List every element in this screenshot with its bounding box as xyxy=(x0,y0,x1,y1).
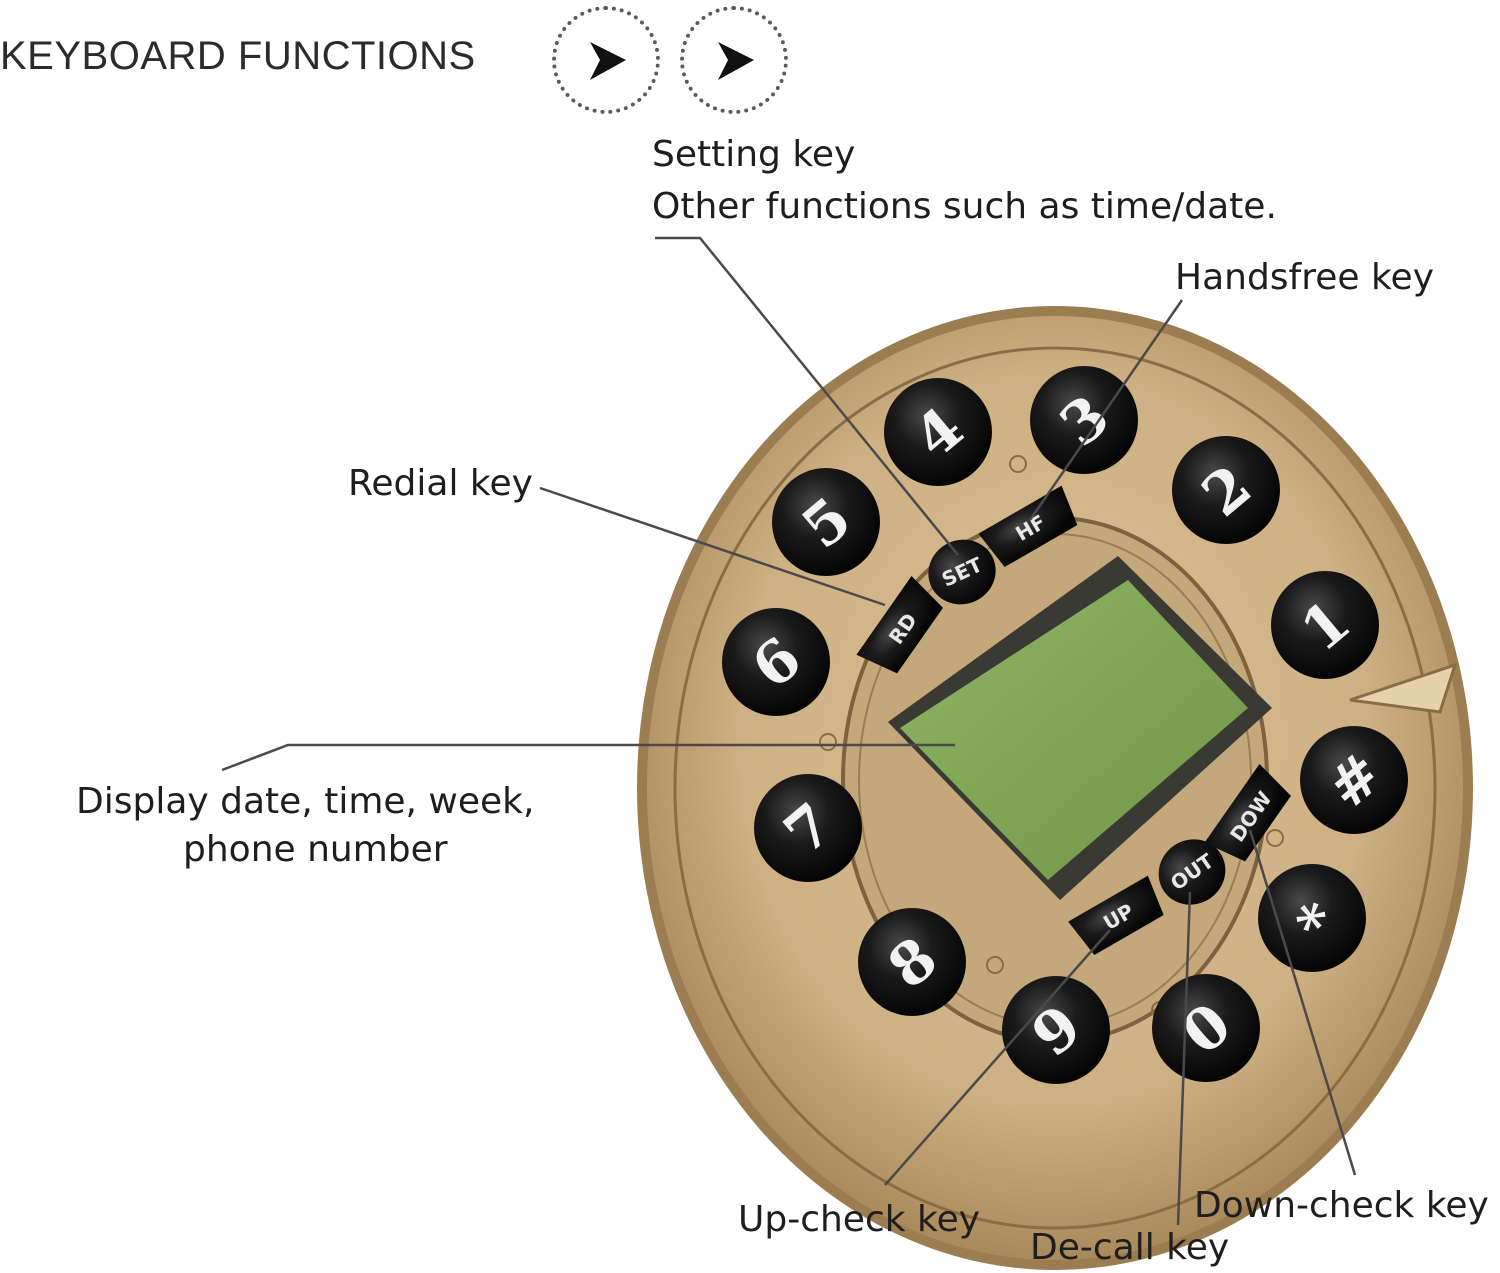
page-title: KEYBOARD FUNCTIONS xyxy=(0,34,476,78)
digit-key-7[interactable]: 7 xyxy=(754,774,862,882)
digit-key-8[interactable]: 8 xyxy=(858,908,966,1016)
star-key[interactable]: * xyxy=(1258,864,1366,972)
callout-lines xyxy=(221,236,1357,1226)
lcd-display xyxy=(888,556,1272,900)
set-key[interactable]: SET xyxy=(918,529,1007,616)
digit-key-0[interactable]: 0 xyxy=(1152,974,1260,1082)
de-call-key-label: De-call key xyxy=(1030,1227,1230,1268)
up-check-key-label: Up-check key xyxy=(738,1199,981,1240)
setting-key-description: Other functions such as time/date. xyxy=(652,186,1277,227)
setting-key-label: Setting key xyxy=(652,134,856,175)
digit-key-9[interactable]: 9 xyxy=(1002,976,1110,1084)
display-label-line1: Display date, time, week, xyxy=(76,781,535,822)
digit-key-3[interactable]: 3 xyxy=(1030,366,1138,474)
redial-key[interactable]: RD xyxy=(856,576,947,680)
digit-key-1[interactable]: 1 xyxy=(1271,571,1379,679)
handsfree-key[interactable]: HF xyxy=(978,485,1082,570)
redial-key-label: Redial key xyxy=(348,463,533,504)
digit-key-2[interactable]: 2 xyxy=(1172,436,1280,544)
up-key[interactable]: UP xyxy=(1068,875,1169,958)
chevron-right-icon xyxy=(680,6,788,114)
hash-key[interactable]: # xyxy=(1300,726,1408,834)
handsfree-key-label: Handsfree key xyxy=(1175,257,1434,298)
chevron-right-icon xyxy=(552,6,660,114)
digit-key-4[interactable]: 4 xyxy=(884,378,992,486)
digit-key-6[interactable]: 6 xyxy=(722,608,830,716)
display-label-line2: phone number xyxy=(183,829,448,870)
digit-key-5[interactable]: 5 xyxy=(772,468,880,576)
out-key[interactable]: OUT xyxy=(1146,826,1238,917)
down-check-key-label: Down-check key xyxy=(1194,1185,1489,1226)
